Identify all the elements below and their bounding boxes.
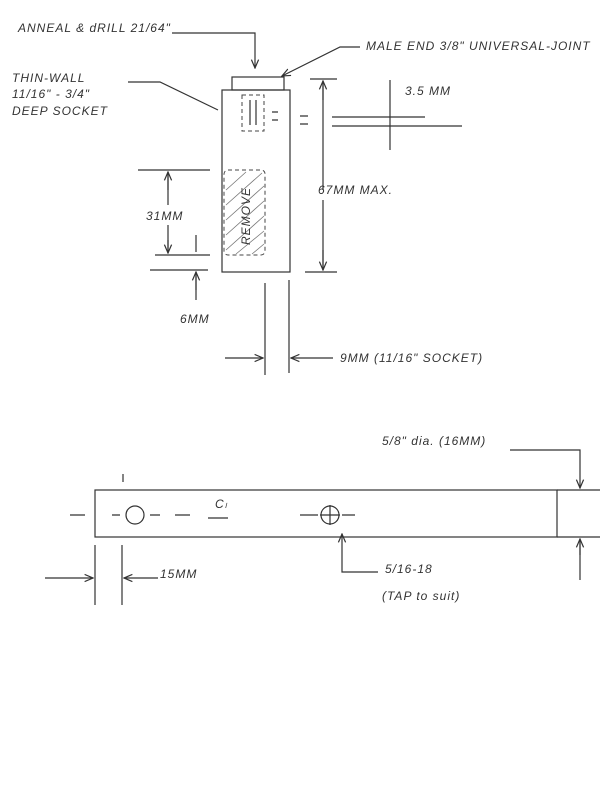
socket-label-line2: 11/16" - 3/4" [12,87,90,101]
tap-leader [342,534,378,573]
centerline-label: Cₗ [215,497,228,511]
hole-marks [249,100,308,125]
dim-67-lines [305,78,337,273]
remove-region [223,169,266,256]
drill-hole [241,94,265,132]
dim-9mm: 9MM (11/16" SOCKET) [340,351,483,365]
dim-6mm: 6MM [180,312,210,326]
ujoint-end [231,76,285,91]
centerlines [70,474,355,516]
ujoint-label: MALE END 3/8" UNIVERSAL-JOINT [366,39,591,53]
dim-15mm: 15MM [160,567,197,581]
anneal-drill-label: ANNEAL & dRILL 21/64" [17,21,171,35]
bar-body [94,489,558,538]
dim-9-lines [264,280,290,375]
dia-leader [510,449,580,488]
dim-31-6-lines [138,169,210,300]
socket-leader [128,81,219,111]
remove-label: REMOVE [239,187,253,245]
dia-label: 5/8" dia. (16MM) [382,434,486,448]
socket-body [221,89,291,273]
tap-size-label: 5/16-18 [385,562,433,576]
dia-ext-lines [557,489,600,580]
dim-15-lines [94,545,123,605]
pivot-hole [125,505,145,525]
ujoint-leader [282,46,360,76]
socket-label-line1: THIN-WALL [12,71,85,85]
dim-67mm: 67MM MAX. [318,183,393,197]
socket-label-line3: DEEP SOCKET [12,104,109,118]
anneal-leader [172,32,255,68]
tap-suit-label: (TAP to suit) [382,589,460,603]
dim-3-5mm: 3.5 MM [405,84,451,98]
dim-3-5-lines [332,80,462,150]
dim-31mm: 31MM [146,209,183,223]
